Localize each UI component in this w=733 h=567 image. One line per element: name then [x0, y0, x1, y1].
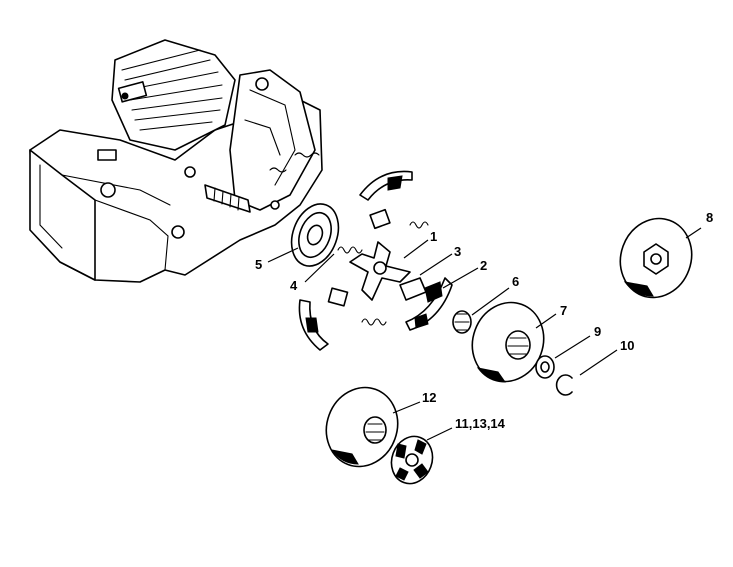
callout-2: 2 [480, 258, 487, 273]
part-2-clutch-shoe [405, 277, 453, 331]
callout-8: 8 [706, 210, 713, 225]
callout-5: 5 [255, 257, 262, 272]
callout-11-13-14: 11,13,14 [455, 416, 506, 431]
callout-4: 4 [290, 278, 298, 293]
part-8-sprocket [619, 217, 693, 299]
callout-9: 9 [594, 324, 601, 339]
part-7-clutch-drum [471, 301, 545, 383]
callout-labels: 8 1 3 2 5 4 6 7 9 10 12 11,13,14 [255, 210, 713, 431]
leader-lines [267, 227, 702, 441]
part-6-needle-bearing [452, 310, 472, 334]
part-12-rim-sprocket [325, 386, 399, 468]
part-11-13-14-spur-gear [390, 435, 434, 485]
part-1-clutch-carrier [349, 241, 411, 301]
callout-12: 12 [422, 390, 436, 405]
callout-7: 7 [560, 303, 567, 318]
callout-6: 6 [512, 274, 519, 289]
part-3-clip [399, 277, 427, 301]
engine-housing [29, 39, 323, 283]
part-5-washer [290, 203, 340, 267]
part-4-spring [337, 221, 429, 326]
part-9-washer [535, 355, 555, 379]
part-10-e-clip [555, 374, 573, 396]
callout-10: 10 [620, 338, 634, 353]
clutch-shoe-upper [359, 170, 413, 230]
callout-3: 3 [454, 244, 461, 259]
clutch-shoe-left [298, 287, 349, 351]
callout-1: 1 [430, 229, 437, 244]
